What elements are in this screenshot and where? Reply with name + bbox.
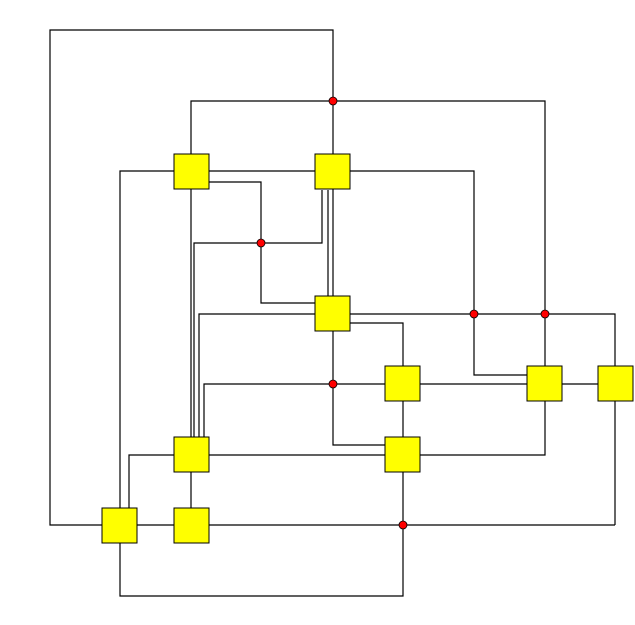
junction-dot [540, 309, 550, 319]
nodes [101, 153, 634, 544]
graph-node [384, 365, 421, 402]
junctions [256, 96, 550, 530]
edge [49, 29, 334, 526]
edge [332, 314, 403, 446]
graph-node [173, 507, 210, 544]
edge [128, 454, 191, 525]
edge [198, 313, 333, 455]
graph-node [384, 436, 421, 473]
edge [190, 100, 546, 384]
edge [333, 170, 545, 376]
graph-node [101, 507, 138, 544]
edge [333, 322, 404, 384]
graph-node [526, 365, 563, 402]
junction-dot [398, 520, 408, 530]
edge [333, 313, 616, 525]
graph-node [597, 365, 634, 402]
graph-node [173, 436, 210, 473]
junction-dot [328, 379, 338, 389]
graph-node [314, 153, 351, 190]
graph-node [173, 153, 210, 190]
edge [119, 170, 191, 525]
graph-node [314, 295, 351, 332]
junction-dot [256, 238, 266, 248]
junction-dot [328, 96, 338, 106]
edge [403, 384, 546, 456]
junction-dot [469, 309, 479, 319]
